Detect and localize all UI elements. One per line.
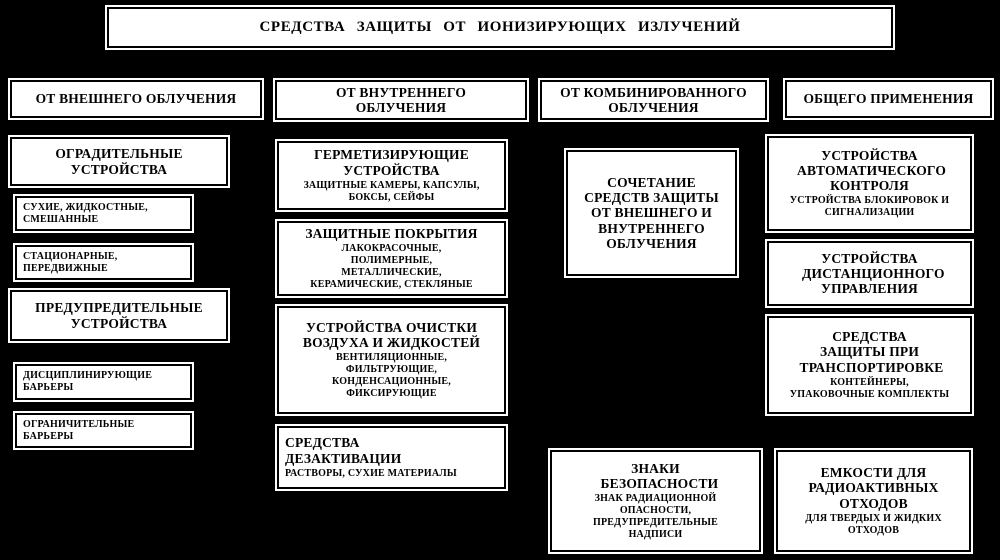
node-waste-containers: ЕМКОСТИ ДЛЯ РАДИОАКТИВНЫХ ОТХОДОВ ДЛЯ ТВ… [776, 450, 971, 552]
node-protective-coatings: ЗАЩИТНЫЕ ПОКРЫТИЯ ЛАКОКРАСОЧНЫЕ, ПОЛИМЕР… [277, 221, 506, 296]
node-auto-control-title: УСТРОЙСТВА АВТОМАТИЧЕСКОГО КОНТРОЛЯ [797, 147, 947, 194]
node-decontamination-sub: РАСТВОРЫ, СУХИЕ МАТЕРИАЛЫ [285, 467, 457, 479]
node-purification-devices-title: УСТРОЙСТВА ОЧИСТКИ ВОЗДУХА И ЖИДКОСТЕЙ [302, 319, 481, 350]
node-transport-protection: СРЕДСТВА ЗАЩИТЫ ПРИ ТРАНСПОРТИРОВКЕ КОНТ… [767, 316, 972, 414]
node-sealing-devices-title: ГЕРМЕТИЗИРУЮЩИЕ УСТРОЙСТВА [314, 147, 469, 178]
node-decontamination: СРЕДСТВА ДЕЗАКТИВАЦИИ РАСТВОРЫ, СУХИЕ МА… [277, 426, 506, 489]
node-limiting-barriers: ОГРАНИЧИТЕЛЬНЫЕ БАРЬЕРЫ [15, 413, 192, 448]
node-warning-devices: ПРЕДУПРЕДИТЕЛЬНЫЕ УСТРОЙСТВА [10, 290, 228, 341]
node-disciplining-barriers-title: ДИСЦИПЛИНИРУЮЩИЕ БАРЬЕРЫ [23, 370, 153, 393]
node-remote-control-title: УСТРОЙСТВА ДИСТАНЦИОННОГО УПРАВЛЕНИЯ [802, 250, 945, 297]
node-guard-devices-title: ОГРАДИТЕЛЬНЫЕ УСТРОЙСТВА [55, 146, 183, 177]
node-stationary-mobile-title: СТАЦИОНАРНЫЕ, ПЕРЕДВИЖНЫЕ [23, 250, 118, 274]
node-waste-containers-title: ЕМКОСТИ ДЛЯ РАДИОАКТИВНЫХ ОТХОДОВ [808, 465, 939, 511]
node-combination-title: СОЧЕТАНИЕ СРЕДСТВ ЗАЩИТЫ ОТ ВНЕШНЕГО И В… [584, 175, 719, 251]
node-transport-protection-title: СРЕДСТВА ЗАЩИТЫ ПРИ ТРАНСПОРТИРОВКЕ [799, 329, 944, 375]
node-auto-control-sub: УСТРОЙСТВА БЛОКИРОВОК И СИГНАЛИЗАЦИИ [789, 195, 950, 219]
node-dry-liquid-mixed: СУХИЕ, ЖИДКОСТНЫЕ, СМЕШАННЫЕ [15, 196, 192, 231]
node-dry-liquid-mixed-title: СУХИЕ, ЖИДКОСТНЫЕ, СМЕШАННЫЕ [23, 201, 148, 225]
node-disciplining-barriers: ДИСЦИПЛИНИРУЮЩИЕ БАРЬЕРЫ [15, 364, 192, 400]
node-sealing-devices: ГЕРМЕТИЗИРУЮЩИЕ УСТРОЙСТВА ЗАЩИТНЫЕ КАМЕ… [277, 141, 506, 210]
column-header-general: ОБЩЕГО ПРИМЕНЕНИЯ [785, 80, 992, 118]
node-limiting-barriers-title: ОГРАНИЧИТЕЛЬНЫЕ БАРЬЕРЫ [23, 418, 135, 442]
node-protective-coatings-sub: ЛАКОКРАСОЧНЫЕ, ПОЛИМЕРНЫЕ, МЕТАЛЛИЧЕСКИЕ… [310, 243, 473, 291]
node-protective-coatings-title: ЗАЩИТНЫЕ ПОКРЫТИЯ [305, 225, 478, 241]
column-header-combined-label: ОТ КОМБИНИРОВАННОГО ОБЛУЧЕНИЯ [560, 84, 747, 115]
node-guard-devices: ОГРАДИТЕЛЬНЫЕ УСТРОЙСТВА [10, 137, 228, 186]
node-sealing-devices-sub: ЗАЩИТНЫЕ КАМЕРЫ, КАПСУЛЫ, БОКСЫ, СЕЙФЫ [303, 179, 480, 203]
node-remote-control: УСТРОЙСТВА ДИСТАНЦИОННОГО УПРАВЛЕНИЯ [767, 241, 972, 306]
node-auto-control: УСТРОЙСТВА АВТОМАТИЧЕСКОГО КОНТРОЛЯ УСТР… [767, 136, 972, 231]
node-warning-devices-title: ПРЕДУПРЕДИТЕЛЬНЫЕ УСТРОЙСТВА [35, 300, 203, 331]
column-header-general-label: ОБЩЕГО ПРИМЕНЕНИЯ [803, 91, 974, 107]
diagram-title-box: СРЕДСТВА ЗАЩИТЫ ОТ ИОНИЗИРУЮЩИХ ИЗЛУЧЕНИ… [107, 7, 893, 48]
node-purification-devices-sub: ВЕНТИЛЯЦИОННЫЕ, ФИЛЬТРУЮЩИЕ, КОНДЕНСАЦИО… [332, 352, 451, 400]
column-header-external-label: ОТ ВНЕШНЕГО ОБЛУЧЕНИЯ [35, 91, 237, 107]
node-safety-signs-sub: ЗНАК РАДИАЦИОННОЙ ОПАСНОСТИ, ПРЕДУПРЕДИТ… [593, 493, 719, 541]
diagram-title: СРЕДСТВА ЗАЩИТЫ ОТ ИОНИЗИРУЮЩИХ ИЗЛУЧЕНИ… [259, 19, 741, 36]
node-stationary-mobile: СТАЦИОНАРНЫЕ, ПЕРЕДВИЖНЫЕ [15, 245, 192, 280]
column-header-internal-label: ОТ ВНУТРЕННЕГО ОБЛУЧЕНИЯ [335, 84, 467, 115]
node-safety-signs: ЗНАКИ БЕЗОПАСНОСТИ ЗНАК РАДИАЦИОННОЙ ОПА… [550, 450, 761, 552]
node-purification-devices: УСТРОЙСТВА ОЧИСТКИ ВОЗДУХА И ЖИДКОСТЕЙ В… [277, 306, 506, 414]
node-transport-protection-sub: КОНТЕЙНЕРЫ, УПАКОВОЧНЫЕ КОМПЛЕКТЫ [789, 376, 950, 400]
column-header-combined: ОТ КОМБИНИРОВАННОГО ОБЛУЧЕНИЯ [540, 80, 767, 120]
node-combination: СОЧЕТАНИЕ СРЕДСТВ ЗАЩИТЫ ОТ ВНЕШНЕГО И В… [566, 150, 737, 276]
node-waste-containers-sub: ДЛЯ ТВЕРДЫХ И ЖИДКИХ ОТХОДОВ [805, 512, 942, 536]
node-safety-signs-title: ЗНАКИ БЕЗОПАСНОСТИ [600, 460, 719, 491]
column-header-internal: ОТ ВНУТРЕННЕГО ОБЛУЧЕНИЯ [275, 80, 527, 120]
column-header-external: ОТ ВНЕШНЕГО ОБЛУЧЕНИЯ [10, 80, 262, 118]
node-decontamination-title: СРЕДСТВА ДЕЗАКТИВАЦИИ [285, 435, 402, 466]
